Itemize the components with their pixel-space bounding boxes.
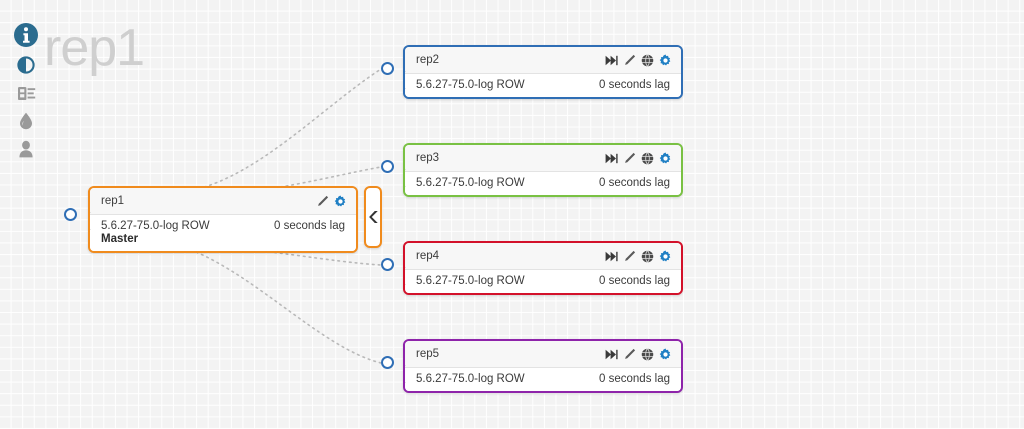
port-rep2[interactable] [381, 62, 394, 75]
node-title: rep2 [416, 54, 440, 66]
chevron-left-icon [368, 211, 378, 223]
gear-icon[interactable] [659, 249, 672, 263]
edit-icon[interactable] [316, 195, 329, 208]
node-header: rep2 [405, 47, 681, 74]
node-inbound-notch [405, 71, 406, 89]
gear-icon[interactable] [659, 53, 672, 67]
edit-icon[interactable] [623, 348, 636, 361]
skip-forward-icon[interactable] [605, 54, 618, 67]
edit-icon[interactable] [623, 152, 636, 165]
node-actions [605, 347, 672, 361]
node-body: 5.6.27-75.0-log ROW 0 seconds lag [405, 172, 681, 195]
page-title: rep1 [44, 19, 145, 77]
node-inbound-notch [405, 365, 406, 383]
info-icon [13, 22, 39, 48]
node-title: rep4 [416, 250, 440, 262]
globe-icon[interactable] [641, 53, 654, 67]
port-rep3[interactable] [381, 160, 394, 173]
gear-icon[interactable] [659, 151, 672, 165]
link-rep1-rep2 [175, 68, 382, 194]
node-title: rep5 [416, 348, 440, 360]
globe-icon[interactable] [641, 151, 654, 165]
node-role: Master [101, 233, 139, 245]
node-inbound-notch [405, 169, 406, 187]
node-lag: 0 seconds lag [599, 373, 670, 385]
sidebar-item-information[interactable] [13, 22, 39, 48]
gear-icon[interactable] [334, 194, 347, 208]
logs-icon [17, 85, 36, 102]
droplet-icon [19, 112, 33, 130]
node-rep3[interactable]: rep3 [403, 143, 683, 197]
node-header: rep1 [90, 188, 356, 215]
node-lag: 0 seconds lag [599, 275, 670, 287]
node-title: rep3 [416, 152, 440, 164]
node-lag: 0 seconds lag [274, 220, 345, 232]
node-body: 5.6.27-75.0-log ROW 0 seconds lag Master [90, 215, 356, 251]
sidebar-item-users[interactable] [13, 138, 39, 160]
sidebar-item-backup[interactable] [13, 110, 39, 132]
node-actions [316, 194, 347, 208]
port-rep1[interactable] [64, 208, 77, 221]
edit-icon[interactable] [623, 54, 636, 67]
node-body: 5.6.27-75.0-log ROW 0 seconds lag [405, 74, 681, 97]
skip-forward-icon[interactable] [605, 250, 618, 263]
node-lag: 0 seconds lag [599, 177, 670, 189]
node-rep1[interactable]: rep1 5.6.27-75.0-log ROW 0 seconds [88, 186, 358, 253]
node-actions [605, 249, 672, 263]
node-version: 5.6.27-75.0-log ROW [101, 220, 210, 232]
node-actions [605, 151, 672, 165]
globe-icon[interactable] [641, 249, 654, 263]
skip-forward-icon[interactable] [605, 348, 618, 361]
node-version: 5.6.27-75.0-log ROW [416, 373, 525, 385]
node-header: rep4 [405, 243, 681, 270]
user-icon [18, 140, 34, 158]
globe-icon[interactable] [641, 347, 654, 361]
node-inbound-notch [405, 267, 406, 285]
node-rep5[interactable]: rep5 [403, 339, 683, 393]
node-rep4[interactable]: rep4 [403, 241, 683, 295]
link-rep1-rep5 [179, 245, 382, 364]
skip-forward-icon[interactable] [605, 152, 618, 165]
node-version: 5.6.27-75.0-log ROW [416, 177, 525, 189]
node-actions [605, 53, 672, 67]
node-version: 5.6.27-75.0-log ROW [416, 79, 525, 91]
node-inbound-notch [90, 212, 91, 230]
node-lag: 0 seconds lag [599, 79, 670, 91]
node-version: 5.6.27-75.0-log ROW [416, 275, 525, 287]
sidebar-item-logs[interactable] [13, 82, 39, 104]
node-header: rep5 [405, 341, 681, 368]
node-body: 5.6.27-75.0-log ROW 0 seconds lag [405, 368, 681, 391]
sidebar-item-status[interactable] [13, 54, 39, 76]
gear-icon[interactable] [659, 347, 672, 361]
port-rep4[interactable] [381, 258, 394, 271]
contrast-icon [17, 56, 35, 74]
node-rep2[interactable]: rep2 [403, 45, 683, 99]
edit-icon[interactable] [623, 250, 636, 263]
node-title: rep1 [101, 195, 125, 207]
icon-rail [11, 22, 41, 160]
port-rep5[interactable] [381, 356, 394, 369]
node-header: rep3 [405, 145, 681, 172]
collapse-button[interactable] [364, 186, 382, 248]
node-body: 5.6.27-75.0-log ROW 0 seconds lag [405, 270, 681, 293]
